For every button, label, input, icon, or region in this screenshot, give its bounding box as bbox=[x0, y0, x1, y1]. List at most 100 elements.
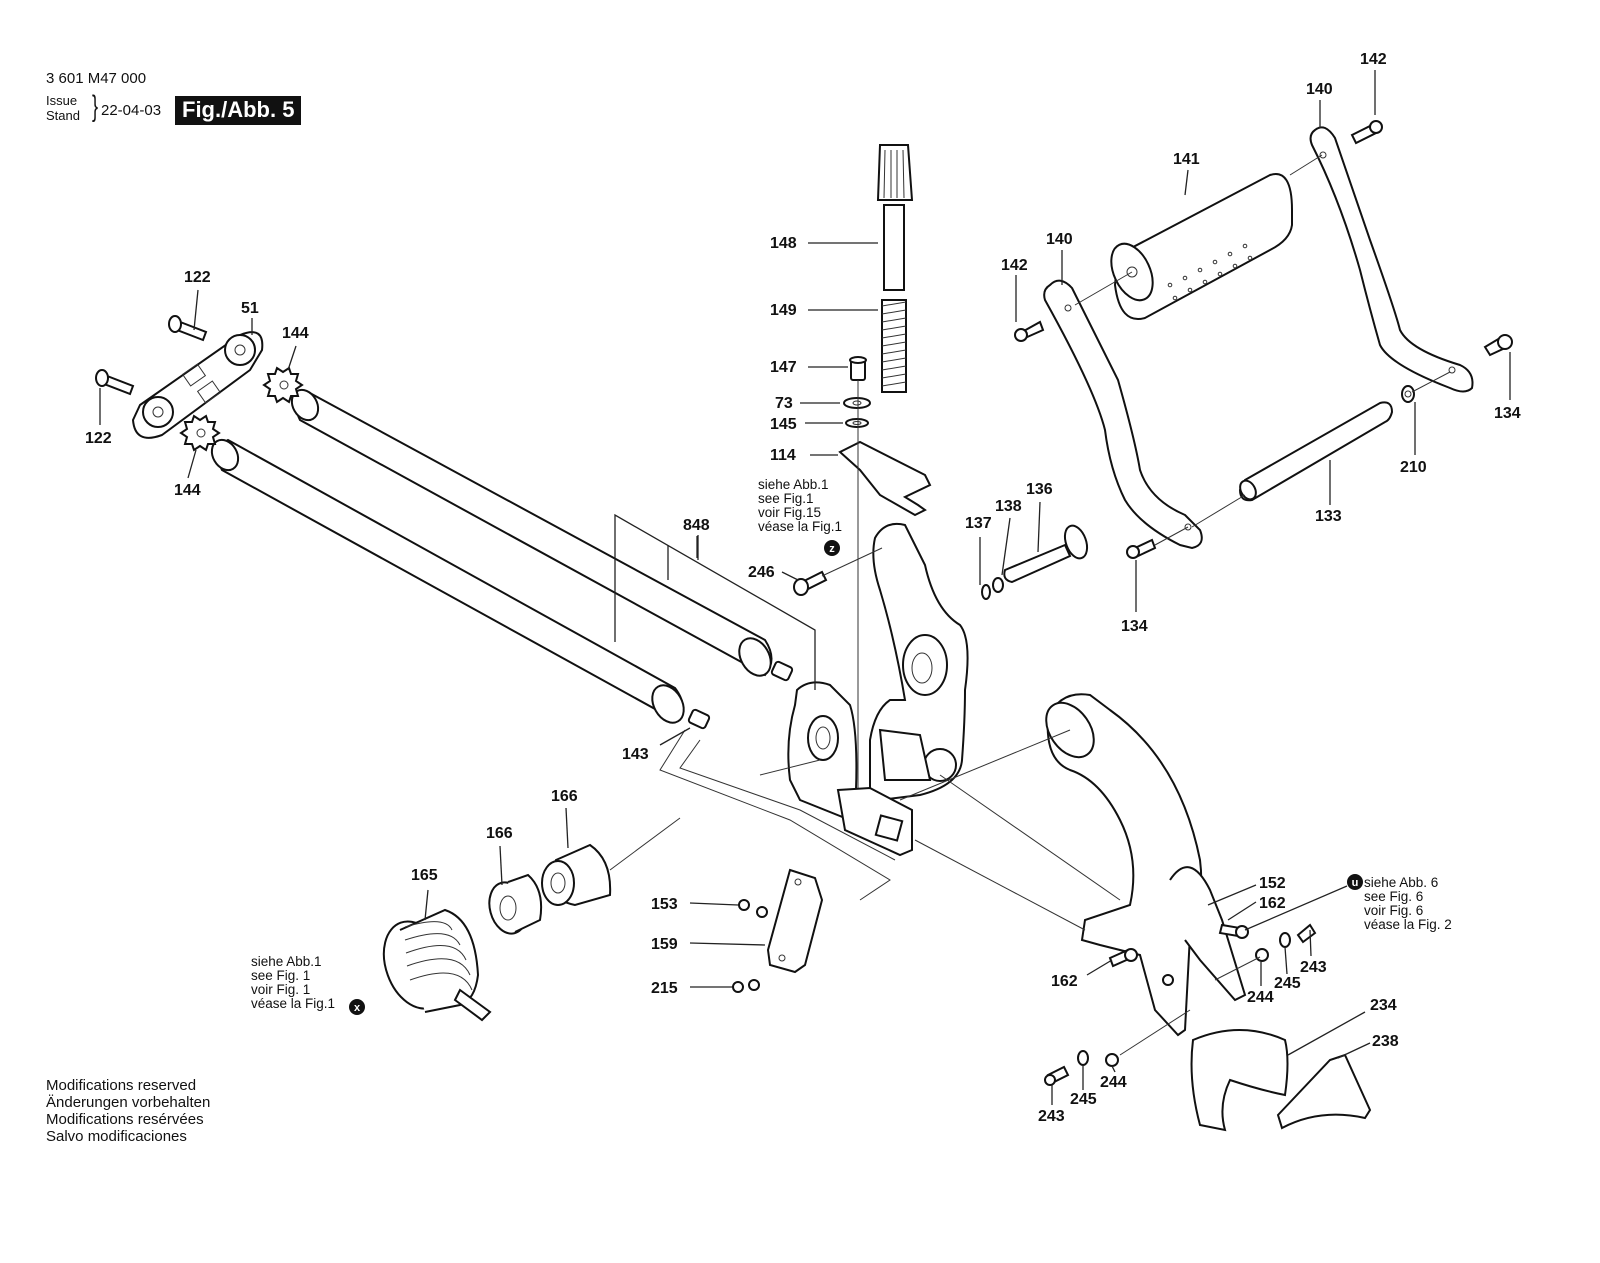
part-label: 165 bbox=[411, 867, 438, 884]
plug-143-upper bbox=[770, 660, 794, 682]
bracket-lines-848 bbox=[614, 513, 816, 690]
brace-glyph: } bbox=[92, 90, 99, 123]
handle-bracket-140-left bbox=[1043, 279, 1203, 550]
part-label: 141 bbox=[1173, 151, 1200, 168]
note-line: voir Fig.15 bbox=[758, 505, 822, 520]
note-line: véase la Fig.1 bbox=[758, 519, 843, 534]
part-label: 245 bbox=[1274, 975, 1301, 992]
part-label: 137 bbox=[965, 515, 992, 532]
part-label: 148 bbox=[770, 235, 797, 252]
footer-line: Änderungen vorbehalten bbox=[46, 1094, 211, 1111]
part-label: 149 bbox=[770, 302, 797, 319]
note-line: voir Fig. 6 bbox=[1364, 903, 1424, 918]
note-line: siehe Abb. 6 bbox=[1364, 875, 1439, 890]
modifications-notice: Modifications reserved Änderungen vorbeh… bbox=[46, 1077, 210, 1145]
handle-bracket-140-right bbox=[1309, 126, 1474, 393]
part-label: 848 bbox=[683, 517, 710, 534]
screw-243-a bbox=[1296, 923, 1317, 944]
note-ref-z: siehe Abb.1 see Fig.1 voir Fig.15 véase … bbox=[758, 478, 842, 534]
end-cap-51 bbox=[131, 331, 264, 439]
note-line: see Fig.1 bbox=[758, 491, 814, 506]
star-washer-144-lower bbox=[179, 414, 221, 452]
assembly-line-bearing bbox=[609, 817, 681, 871]
part-label: 243 bbox=[1038, 1108, 1065, 1125]
footer-line: Salvo modificaciones bbox=[46, 1128, 187, 1145]
nut-244-b bbox=[1105, 1053, 1119, 1067]
part-label: 244 bbox=[1100, 1074, 1127, 1091]
part-label: 245 bbox=[1070, 1091, 1097, 1108]
washer-73 bbox=[843, 397, 871, 409]
coil-spring-165 bbox=[382, 908, 492, 1022]
screw-153-b bbox=[756, 906, 768, 918]
ref-badge-x: x bbox=[349, 999, 365, 1015]
leader-lines bbox=[99, 70, 1511, 1105]
part-label: 114 bbox=[770, 447, 796, 464]
issue-label: Issue bbox=[46, 93, 78, 108]
screw-153-a bbox=[738, 899, 750, 911]
arm-housing bbox=[869, 522, 969, 802]
note-line: voir Fig. 1 bbox=[251, 982, 311, 997]
part-code: 3 601 M47 000 bbox=[46, 70, 147, 87]
washer-145 bbox=[845, 418, 869, 428]
assembly-lines-handle bbox=[1074, 154, 1451, 546]
part-label: 246 bbox=[748, 564, 775, 581]
ref-badge-u: u bbox=[1347, 874, 1363, 890]
screw-162-a bbox=[1218, 923, 1249, 939]
part-label: 152 bbox=[1259, 875, 1286, 892]
screw-142-top bbox=[1350, 120, 1383, 145]
note-line: siehe Abb.1 bbox=[251, 954, 322, 969]
part-label: 136 bbox=[1026, 481, 1053, 498]
screw-162-b bbox=[1108, 948, 1138, 968]
washer-245-a bbox=[1279, 932, 1291, 948]
star-washer-144-upper bbox=[262, 366, 304, 404]
part-label: 73 bbox=[775, 395, 793, 412]
rail-upper bbox=[290, 388, 773, 677]
part-label: 244 bbox=[1247, 989, 1274, 1006]
badge-text-z: z bbox=[829, 543, 835, 555]
part-label: 140 bbox=[1306, 81, 1333, 98]
flap-238 bbox=[1276, 1053, 1372, 1130]
ring-138 bbox=[992, 577, 1004, 593]
screw-122-lower bbox=[95, 369, 135, 396]
part-label: 162 bbox=[1051, 973, 1078, 990]
issue-stand-label: Issue Stand bbox=[46, 93, 80, 123]
assembly-line-246 bbox=[821, 547, 883, 577]
part-label: 134 bbox=[1121, 618, 1148, 635]
note-line: see Fig. 6 bbox=[1364, 889, 1424, 904]
screw-215-b bbox=[748, 979, 760, 991]
washer-210 bbox=[1401, 385, 1415, 403]
handle-grip-141 bbox=[1110, 173, 1293, 321]
part-label: 144 bbox=[174, 482, 201, 499]
part-label: 162 bbox=[1259, 895, 1286, 912]
part-label: 159 bbox=[651, 936, 678, 953]
part-label: 144 bbox=[282, 325, 309, 342]
note-ref-x: siehe Abb.1 see Fig. 1 voir Fig. 1 véase… bbox=[251, 955, 335, 1011]
shaft-133 bbox=[1238, 401, 1394, 502]
note-ref-u: siehe Abb. 6 see Fig. 6 voir Fig. 6 véas… bbox=[1364, 876, 1452, 932]
part-label: 238 bbox=[1372, 1033, 1399, 1050]
part-label: 210 bbox=[1400, 459, 1427, 476]
clamp-lever bbox=[836, 786, 913, 857]
rail-lower bbox=[210, 438, 685, 724]
motor-mount-bracket bbox=[787, 681, 860, 822]
screw-147 bbox=[849, 356, 867, 381]
ring-137 bbox=[981, 584, 991, 600]
part-label: 166 bbox=[551, 788, 578, 805]
screw-243-b bbox=[1044, 1065, 1070, 1086]
cover-234 bbox=[1190, 1029, 1289, 1132]
washer-245-b bbox=[1077, 1050, 1089, 1066]
assembly-frame-lines bbox=[659, 729, 896, 901]
part-label: 153 bbox=[651, 896, 678, 913]
issue-date: 22-04-03 bbox=[101, 102, 162, 119]
part-label: 122 bbox=[85, 430, 112, 447]
part-labels: 142 140 141 140 142 134 210 133 134 148 … bbox=[85, 51, 1521, 1125]
screw-142-left bbox=[1014, 320, 1045, 342]
plug-143-lower bbox=[687, 708, 711, 730]
part-label: 243 bbox=[1300, 959, 1327, 976]
part-label: 51 bbox=[241, 300, 259, 317]
part-label: 143 bbox=[622, 746, 649, 763]
plate-114 bbox=[838, 440, 932, 517]
dust-chute bbox=[1045, 693, 1247, 1037]
assembly-lines-chute bbox=[899, 729, 1261, 1056]
note-line: véase la Fig. 2 bbox=[1364, 917, 1452, 932]
